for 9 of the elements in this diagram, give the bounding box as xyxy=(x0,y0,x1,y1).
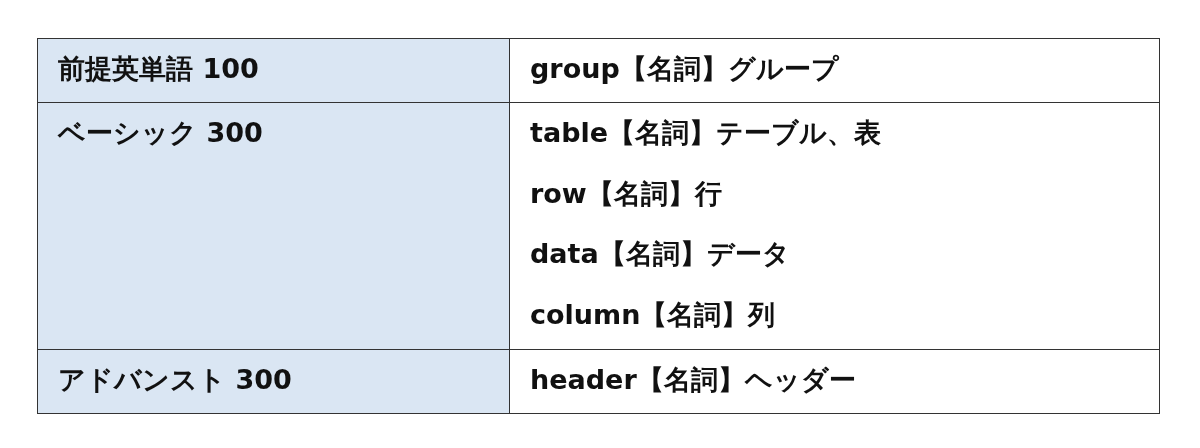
word-entry: header【名詞】ヘッダー xyxy=(530,363,856,397)
word-entry: data【名詞】データ xyxy=(530,237,790,271)
word-entry: row【名詞】行 xyxy=(530,176,722,211)
category-label: アドバンスト 300 xyxy=(58,363,292,397)
category-label: ベーシック 300 xyxy=(58,116,263,150)
word-entry: table【名詞】テーブル、表 xyxy=(530,116,882,150)
word-entry: column【名詞】列 xyxy=(530,297,776,332)
word-entry: group【名詞】グループ xyxy=(530,52,839,86)
category-label: 前提英単語 100 xyxy=(58,52,259,86)
